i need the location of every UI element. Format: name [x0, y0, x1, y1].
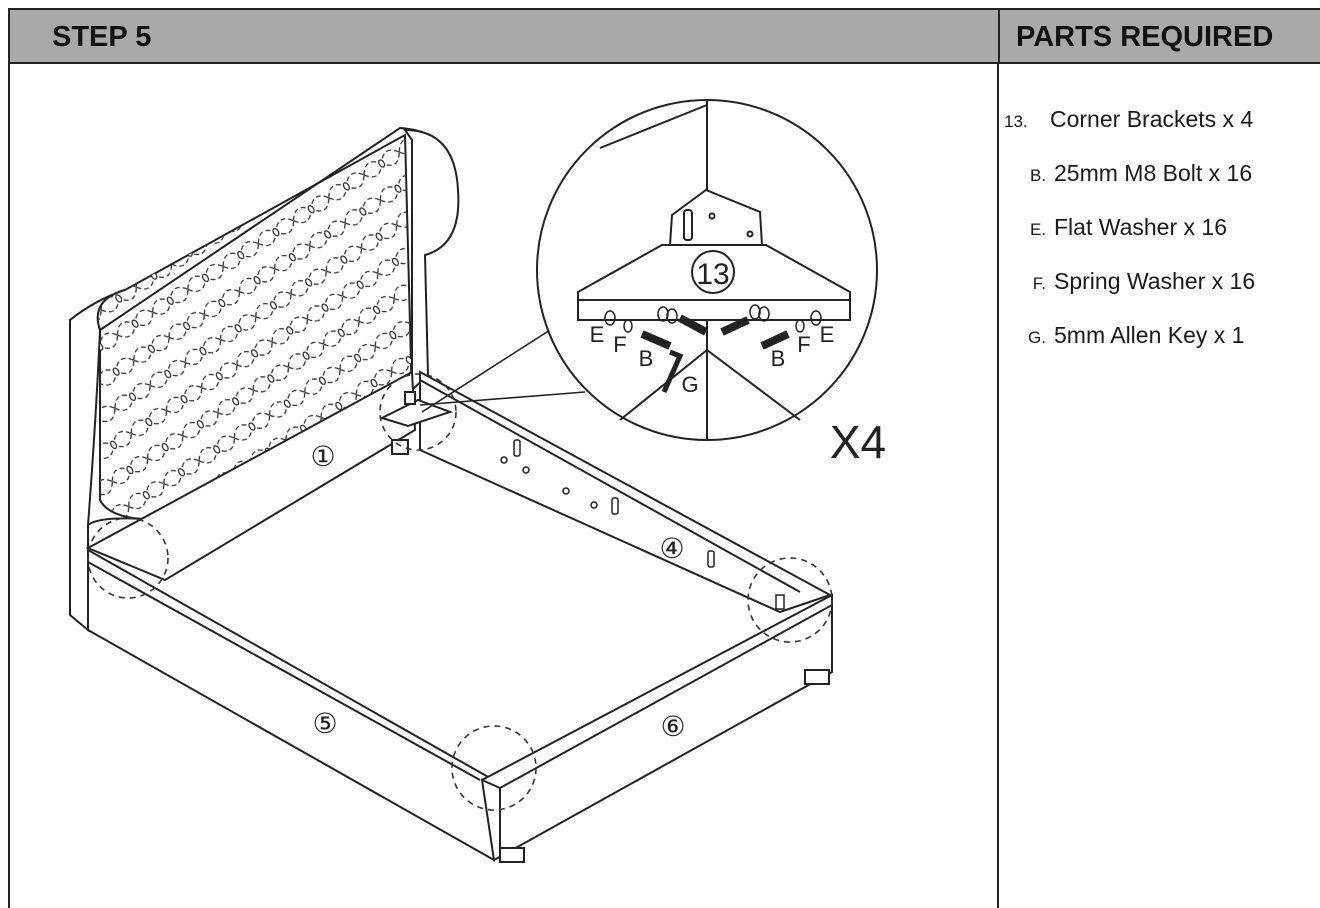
- panel-4-holes: [500, 439, 785, 610]
- part-code: F.: [1032, 274, 1046, 293]
- parts-list: 13. Corner Brackets x 4 B. 25mm M8 Bolt …: [1004, 106, 1320, 376]
- part-item-bolt: B. 25mm M8 Bolt x 16: [1004, 160, 1320, 214]
- part-description: 25mm M8 Bolt x 16: [1054, 160, 1253, 186]
- callout-e-right: E: [820, 322, 835, 347]
- leg: [804, 669, 830, 685]
- frame-floor: [165, 455, 745, 775]
- callout-b-right: B: [771, 346, 786, 371]
- part-description: Flat Washer x 16: [1054, 214, 1227, 240]
- detail-view: [536, 99, 878, 441]
- callout-e-left: E: [590, 322, 605, 347]
- corner-marker: [379, 373, 457, 451]
- corner-bracket-mini: [379, 398, 453, 428]
- part-item-flat-washer: E. Flat Washer x 16: [1004, 214, 1320, 268]
- part-description: 5mm Allen Key x 1: [1054, 322, 1245, 348]
- part-item-corner-brackets: 13. Corner Brackets x 4: [1004, 106, 1320, 160]
- part-description: Corner Brackets x 4: [1050, 106, 1254, 132]
- corner-marker: [451, 725, 537, 811]
- detail-number: 13: [696, 258, 729, 291]
- part-code: G.: [1028, 328, 1046, 347]
- detail-number-circle: [691, 250, 735, 294]
- hardware-right: [720, 304, 822, 350]
- callout-f-left: F: [613, 332, 626, 357]
- panel-label-6: ⑥: [660, 711, 685, 742]
- parts-header: PARTS REQUIRED: [998, 8, 1320, 64]
- hardware-left: [604, 306, 708, 350]
- part-code: E.: [1029, 220, 1046, 239]
- part-item-allen-key: G. 5mm Allen Key x 1: [1004, 322, 1320, 376]
- multiplier-label: X4: [830, 416, 886, 468]
- bed-frame: [85, 370, 833, 863]
- part-code: B.: [1029, 166, 1046, 185]
- corner-markers: [87, 373, 833, 811]
- assembly-diagram: ① ④ ⑤ ⑥ 13 X4 E F B G B F E: [69, 99, 886, 863]
- part-item-spring-washer: F. Spring Washer x 16: [1004, 268, 1320, 322]
- panel-label-1: ①: [310, 441, 335, 472]
- column-divider: [997, 62, 999, 908]
- corner-marker: [747, 557, 833, 643]
- panel-1: [85, 370, 417, 582]
- leg: [499, 847, 525, 863]
- panel-label-5: ⑤: [312, 708, 337, 739]
- headboard-right-wing: [403, 128, 460, 393]
- panel-6: [480, 593, 833, 862]
- step-title: STEP 5: [52, 21, 152, 53]
- callout-b-left: B: [639, 346, 654, 371]
- callout-g: G: [681, 372, 698, 397]
- allen-key: [661, 349, 684, 394]
- callout-f-right: F: [797, 332, 810, 357]
- detail-callout-lines: [419, 329, 586, 413]
- part-description: Spring Washer x 16: [1054, 268, 1256, 294]
- leg: [391, 439, 409, 455]
- part-code: 13.: [1004, 112, 1028, 131]
- panel-label-4: ④: [659, 533, 684, 564]
- parts-title: PARTS REQUIRED: [1016, 21, 1274, 53]
- corner-marker: [87, 517, 169, 599]
- step-header: STEP 5: [8, 8, 998, 64]
